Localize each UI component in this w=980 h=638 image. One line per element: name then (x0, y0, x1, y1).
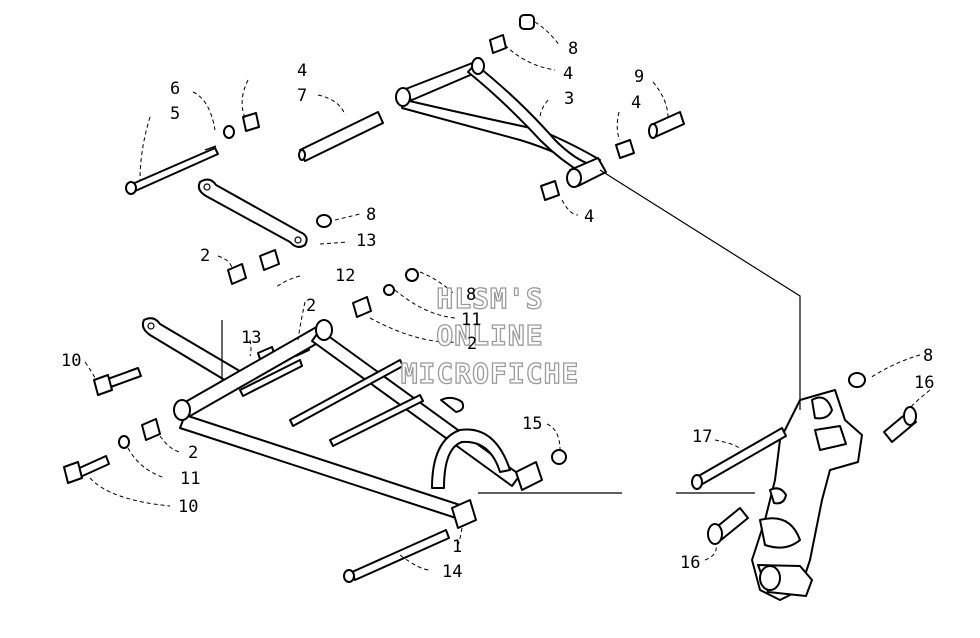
callout-16b: 16 (680, 553, 700, 573)
bushing-4-right (615, 139, 635, 159)
spindle-knuckle (751, 372, 866, 601)
callout-4d: 4 (297, 61, 307, 81)
watermark: HLSM'S ONLINE MICROFICHE (400, 281, 580, 390)
callout-15: 15 (522, 414, 542, 434)
callout-3: 3 (564, 89, 574, 109)
bushings-upper (223, 14, 685, 201)
bolt-10-lower (63, 455, 110, 484)
callout-13a: 13 (356, 231, 376, 251)
callout-6: 6 (170, 79, 180, 99)
callout-4a: 4 (563, 64, 573, 84)
callout-8d: 8 (923, 346, 933, 366)
callout-13b: 13 (241, 328, 261, 348)
callout-4b: 4 (631, 93, 641, 113)
watermark-line-1: HLSM'S (436, 282, 543, 315)
callout-labels: 8 4 3 9 4 4 6 5 4 7 8 13 2 12 8 11 2 2 1… (61, 39, 934, 582)
callout-16a: 16 (914, 373, 934, 393)
callout-14: 14 (442, 562, 462, 582)
callout-8a: 8 (568, 39, 578, 59)
callout-2a: 2 (200, 246, 210, 266)
bolt-14 (343, 529, 450, 583)
bushing-4-top (489, 34, 507, 54)
callout-10b: 10 (178, 497, 198, 517)
bolt-10-upper (93, 367, 142, 396)
callout-5: 5 (170, 104, 180, 124)
nut-8-right (848, 372, 866, 388)
callout-2d: 2 (188, 443, 198, 463)
callout-11a: 11 (461, 310, 481, 330)
callout-8c: 8 (466, 285, 476, 305)
fitting-15 (551, 449, 567, 465)
callout-17: 17 (692, 427, 712, 447)
lower-a-arm (173, 319, 567, 529)
bolt-17 (691, 427, 787, 490)
callout-12: 12 (335, 266, 355, 286)
nut-8-mid (316, 214, 332, 228)
pin-7 (298, 111, 384, 162)
watermark-line-3: MICROFICHE (401, 357, 580, 390)
bushing-4-lower (540, 180, 560, 201)
callout-11b: 11 (180, 469, 200, 489)
link-13-upper (197, 178, 332, 248)
bolt-16-lower (707, 507, 749, 545)
bushing-4-left (242, 112, 260, 132)
nut-8-top (519, 14, 535, 30)
callout-7: 7 (297, 86, 307, 106)
callout-8b: 8 (366, 205, 376, 225)
callout-2b: 2 (306, 296, 316, 316)
callout-9: 9 (634, 67, 644, 87)
leader-lines (84, 21, 931, 571)
washer-6 (223, 125, 235, 139)
upper-a-arm (395, 57, 607, 188)
callout-1: 1 (452, 537, 462, 557)
bushings-lower (118, 418, 161, 449)
bolt-16-upper (883, 406, 917, 443)
bushings-middle (227, 249, 419, 369)
watermark-line-2: ONLINE (436, 319, 543, 352)
callout-10a: 10 (61, 351, 81, 371)
callout-2c: 2 (467, 334, 477, 354)
connection-lines (478, 169, 801, 494)
bolt-5 (125, 145, 219, 195)
callout-4c: 4 (584, 207, 594, 227)
